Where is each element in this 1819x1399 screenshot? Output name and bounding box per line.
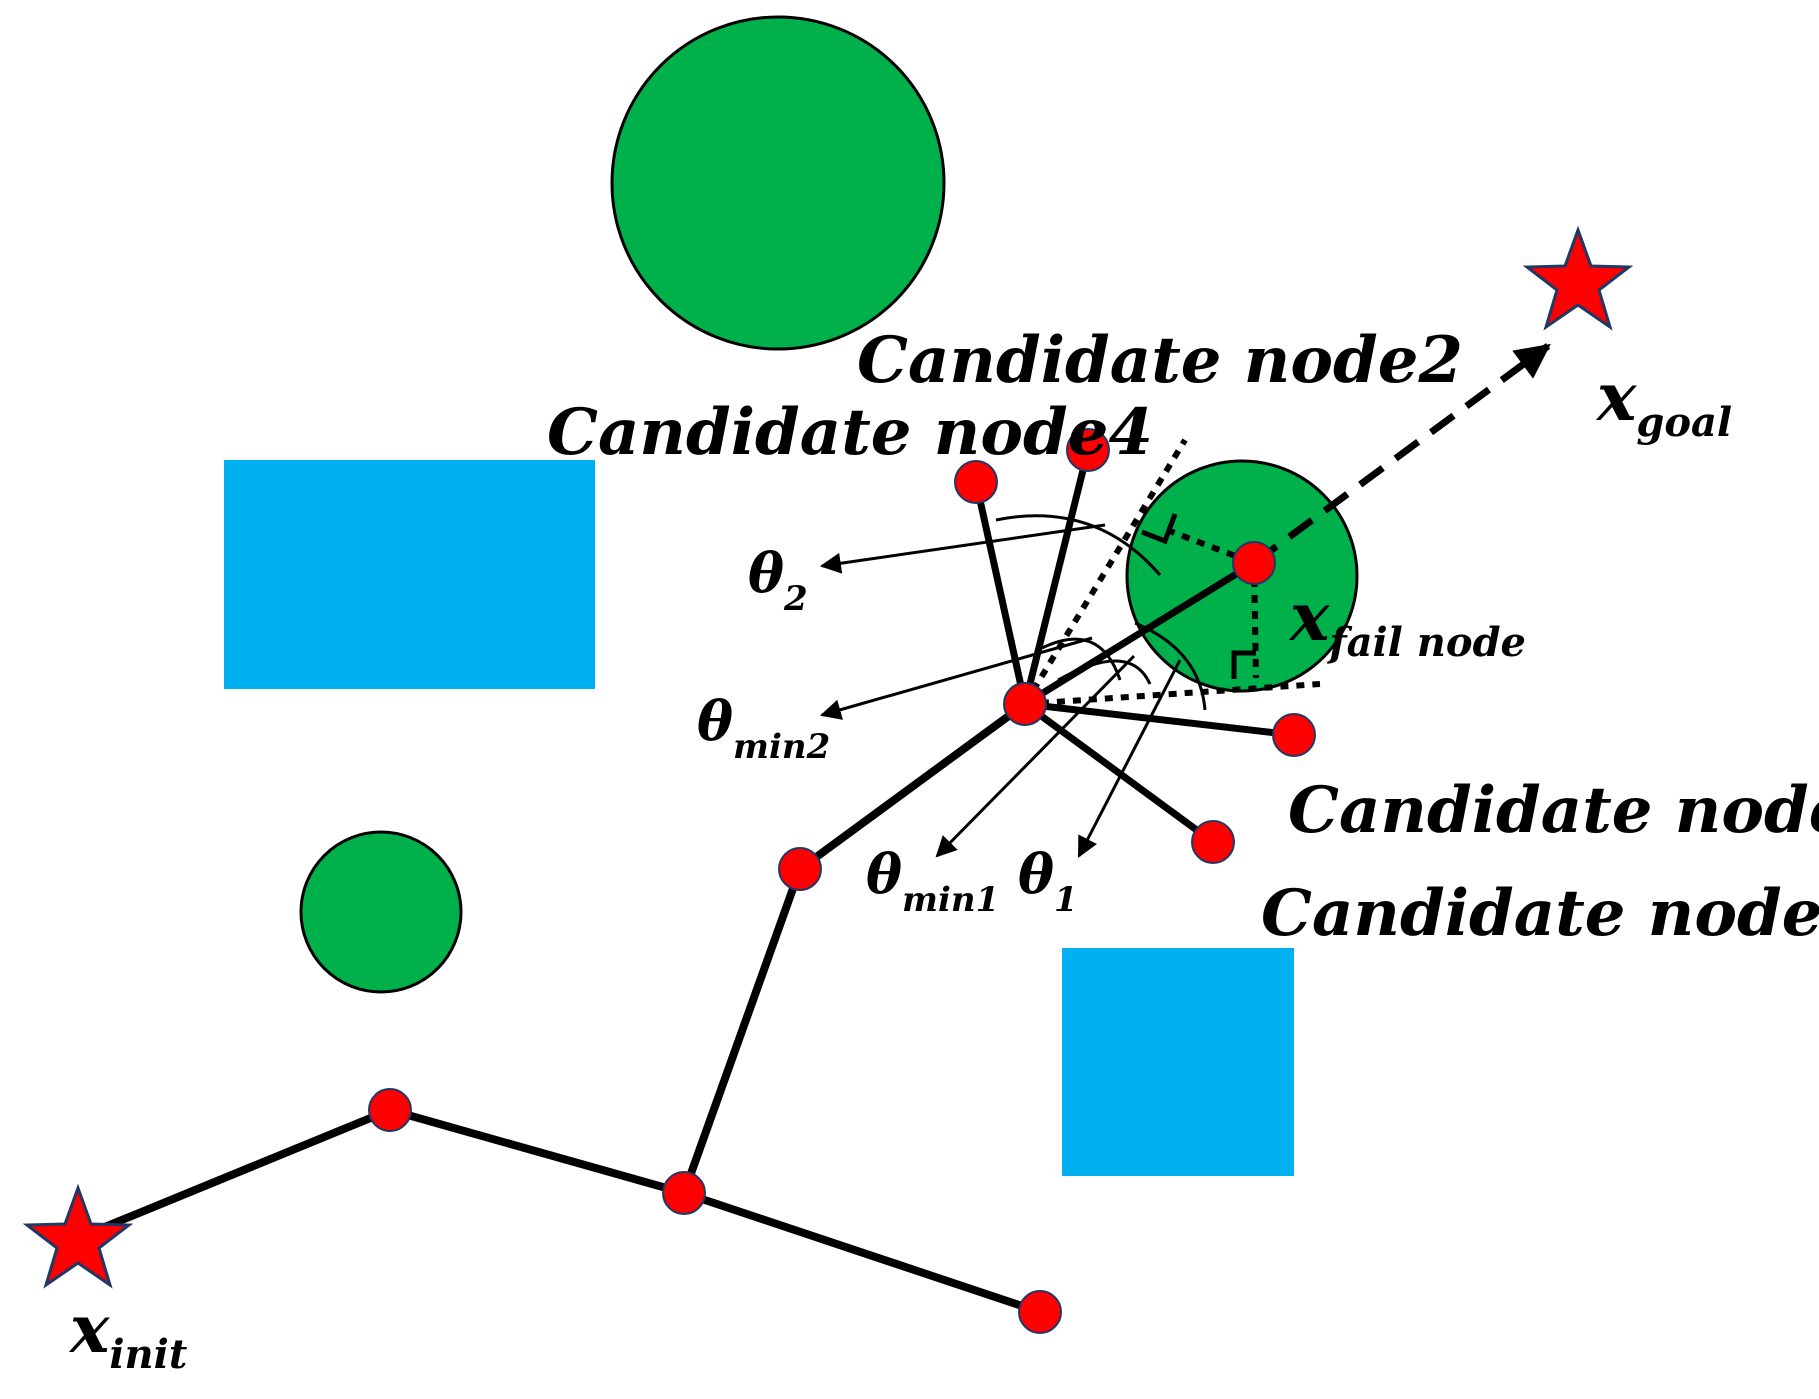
tree-node <box>662 1171 706 1215</box>
x-goal-label: xgoal <box>1595 358 1732 446</box>
obstacle-circle-large <box>610 15 946 351</box>
obstacle-rect-left <box>224 460 595 689</box>
star-icon <box>1522 225 1634 331</box>
candidate-node2-label: Candidate node2 <box>857 323 1463 398</box>
nearest-node <box>1003 682 1047 726</box>
theta-min1-label: θmin1 <box>866 842 999 920</box>
tree-nodes <box>368 428 1316 1334</box>
obstacle-circle-small <box>299 830 463 994</box>
star-icon <box>22 1183 134 1289</box>
candidate-node4-label: Candidate node4 <box>547 395 1153 470</box>
candidate-node4-point <box>954 460 998 504</box>
right-angle-mark-bottom <box>1231 650 1256 679</box>
x-init-label: xinit <box>68 1290 188 1378</box>
x-fail-node-label: xfail node <box>1288 578 1526 666</box>
angle-arrows <box>819 523 1182 858</box>
candidate-node1-point <box>1272 713 1316 757</box>
angle-arcs <box>995 514 1207 711</box>
candidate-node3-point <box>1191 820 1235 864</box>
candidate-node1-label: Candidate node1 <box>1288 773 1819 848</box>
tree-node <box>778 847 822 891</box>
obstacle-rect-bottom <box>1062 948 1294 1176</box>
theta-1-label: θ1 <box>1018 842 1078 920</box>
fail-node-point <box>1232 541 1276 585</box>
theta-2-label: θ2 <box>748 541 808 619</box>
candidate-node2-point <box>1066 428 1110 472</box>
candidate-edges <box>972 446 1298 846</box>
tree-node <box>368 1088 412 1132</box>
tree-edges <box>74 700 1044 1316</box>
goal-direction-dashed <box>1251 343 1551 566</box>
tree-node <box>1018 1290 1062 1334</box>
candidate-node3-label: Candidate node3 <box>1261 876 1819 951</box>
theta-min2-label: θmin2 <box>697 689 830 767</box>
right-angle-mark-top <box>1141 513 1178 545</box>
